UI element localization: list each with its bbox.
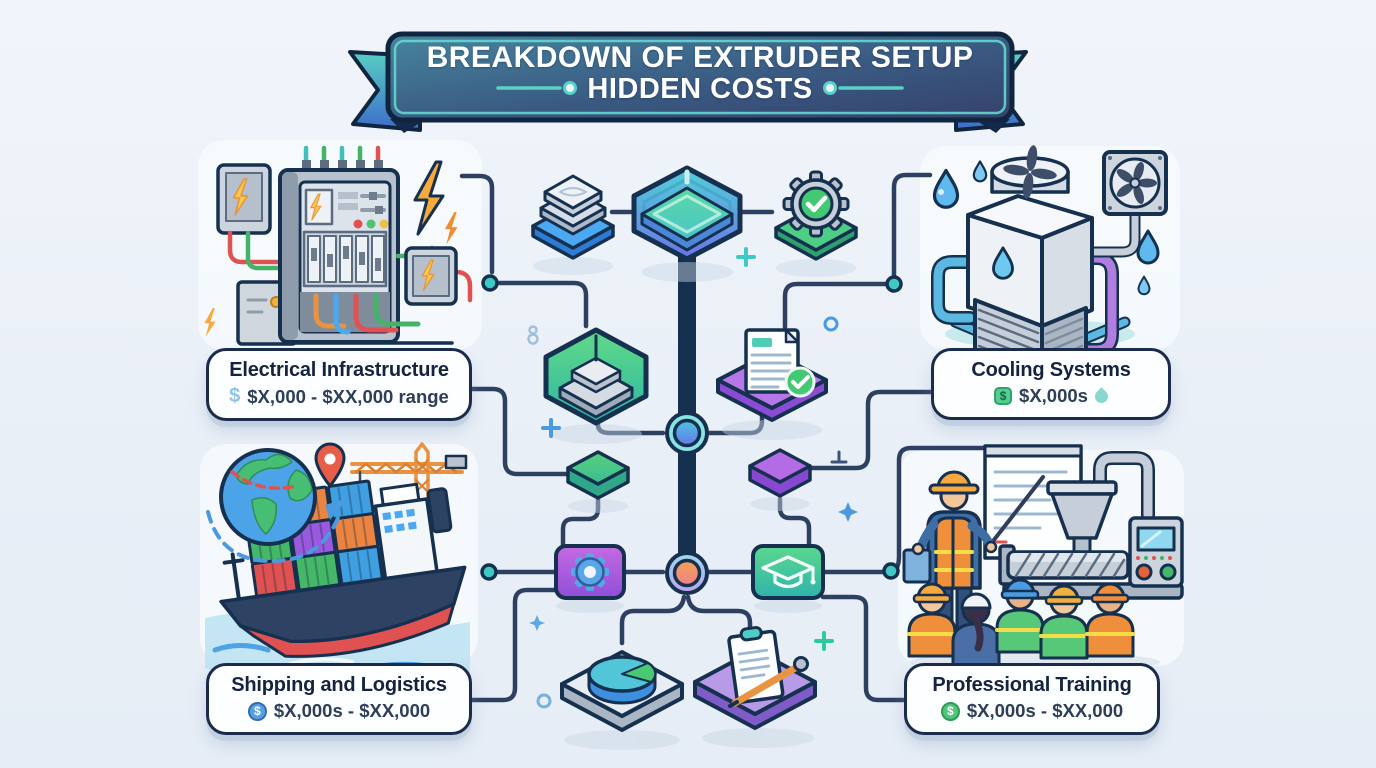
location-pin-icon (314, 442, 346, 488)
training-title: Professional Training (932, 674, 1132, 696)
training-cost-text: $X,000s - $XX,000 (966, 700, 1124, 721)
whiteboard (983, 444, 1083, 560)
title-banner (348, 31, 1028, 133)
cooling-cost-text: $X,000s (1019, 385, 1088, 406)
dollar-badge-icon: $ (994, 387, 1013, 405)
gear-check-icon (774, 170, 858, 261)
wall-fan-icon (1108, 156, 1162, 210)
fan-icon (1003, 145, 1057, 199)
purple-diamond-node (748, 448, 812, 498)
junction-circle-bottom (665, 551, 709, 595)
electrical-cost-text: $X,000 - $XX,000 range (247, 385, 449, 407)
training-label-card: Professional Training $ $X,000s - $XX,00… (904, 663, 1160, 735)
electrical-cost: $ $X,000 - $XX,000 range (213, 385, 465, 408)
shipping-label-card: Shipping and Logistics $ $X,000s - $XX,0… (206, 663, 472, 735)
shipping-cost-text: $X,000s - $XX,000 (273, 700, 431, 721)
extruder-machine (998, 451, 1184, 600)
dollar-icon: $ (229, 385, 241, 407)
cooling-cost: $ $X,000s (938, 385, 1164, 407)
banner-accent-lines (496, 81, 904, 95)
training-cost: $ $X,000s - $XX,000 (911, 700, 1153, 722)
extruder-die-node (543, 327, 649, 426)
graduation-cap-box-node (751, 544, 825, 600)
shipping-cost: $ $X,000s - $XX,000 (213, 700, 465, 722)
electrical-label-card: Electrical Infrastructure $ $X,000 - $XX… (206, 348, 472, 421)
layers-icon (531, 174, 615, 260)
green-diamond-node (566, 450, 630, 500)
globe-icon (219, 448, 317, 546)
document-check-node (716, 328, 828, 422)
electrical-title: Electrical Infrastructure (229, 359, 449, 381)
junction-circle-top (665, 411, 709, 455)
banner-title-line2: HIDDEN COSTS (587, 73, 813, 105)
trainee-group (907, 578, 1135, 668)
banner-title-line1: BREAKDOWN OF EXTRUDER SETUP (426, 41, 974, 74)
cooling-title: Cooling Systems (971, 359, 1131, 381)
decorations (527, 247, 858, 709)
electrical-illustration (204, 145, 473, 346)
shipping-title: Shipping and Logistics (231, 674, 447, 696)
dollar-coin-icon: $ (940, 701, 960, 721)
shipping-illustration (205, 442, 470, 694)
gear-box-node (554, 544, 626, 600)
pie-chart-node (560, 650, 684, 732)
cooling-label-card: Cooling Systems $ $X,000s (931, 348, 1171, 420)
node-dots (480, 274, 903, 581)
dollar-coin-icon: $ (247, 701, 267, 721)
node-shadows (533, 257, 856, 750)
clipboard-pen-node (693, 626, 817, 730)
droplet-icon (1092, 386, 1111, 406)
hexagon-core-node (631, 165, 743, 262)
